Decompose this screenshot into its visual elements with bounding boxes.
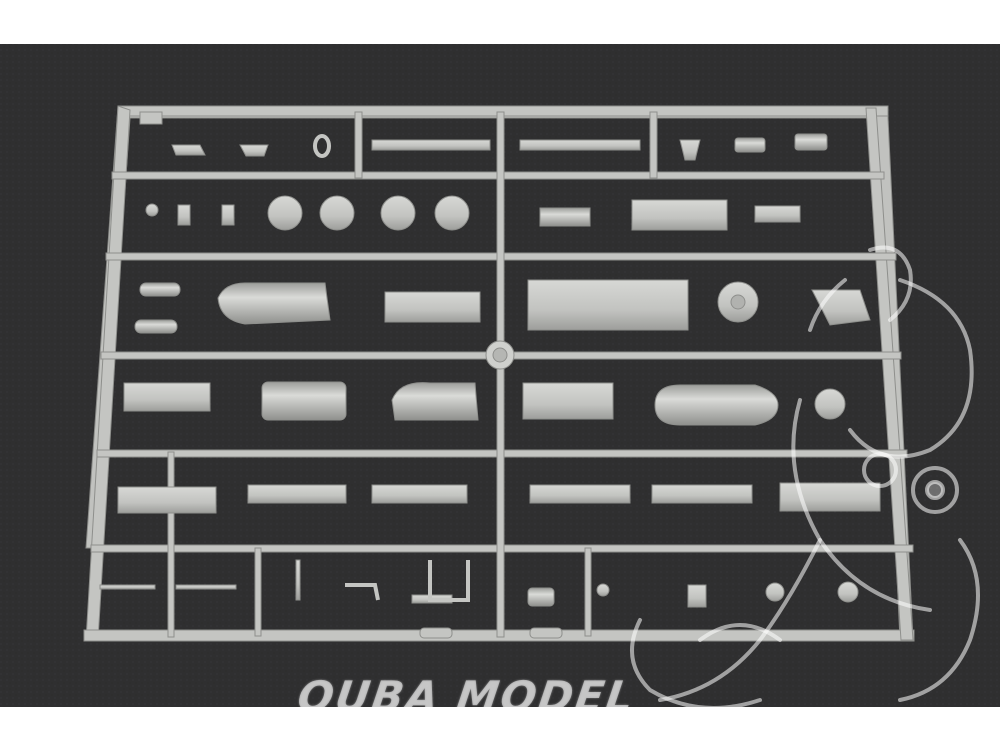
top-margin: [0, 0, 1000, 44]
sprue-frame: [83, 105, 915, 642]
sprue-photo: [0, 44, 1000, 707]
mascot-watermark: [630, 245, 980, 707]
sprue-parts: [99, 133, 881, 608]
bottom-margin: [0, 707, 1000, 750]
